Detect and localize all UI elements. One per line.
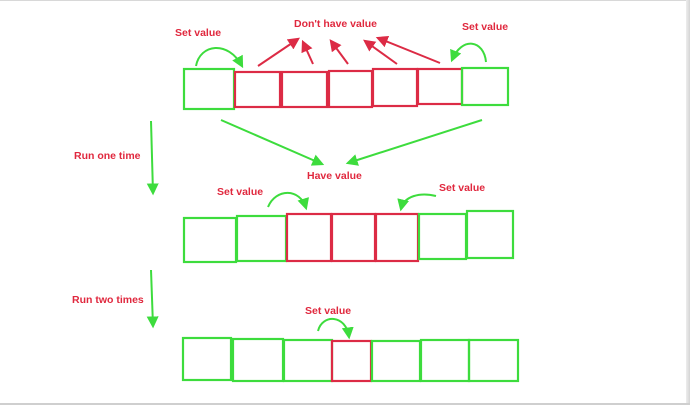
red-arrow	[363, 39, 398, 65]
cell-set	[282, 338, 334, 383]
curved-arrow	[397, 193, 437, 212]
red-arrow	[301, 39, 314, 65]
cell-set	[231, 337, 285, 383]
right-edge-shadow	[686, 0, 690, 405]
cell-unset	[280, 70, 329, 109]
cell-unset	[416, 67, 464, 106]
cell-unset	[371, 67, 419, 108]
cell-set	[467, 338, 520, 383]
labels: Set value Don't have value Set value Hav…	[72, 18, 508, 317]
cell-set	[417, 212, 468, 261]
curved-arrow	[267, 192, 309, 211]
cell-unset	[330, 212, 377, 263]
curved-arrow	[450, 42, 487, 63]
down-arrow	[146, 120, 159, 196]
run-arrows	[146, 120, 159, 329]
set-value-arrow-bottom	[317, 317, 354, 340]
cell-unset	[374, 212, 420, 263]
cell-set	[182, 67, 236, 111]
cell-set	[460, 66, 510, 107]
label-set-value-top-left: Set value	[175, 27, 221, 39]
red-arrow	[257, 37, 300, 67]
cell-set	[181, 336, 233, 382]
row-after-two-runs	[181, 336, 520, 383]
bottom-edge	[0, 403, 690, 405]
label-set-value-mid-left: Set value	[217, 186, 263, 198]
cell-set	[419, 338, 471, 383]
cell-unset	[327, 69, 374, 109]
curved-arrow	[195, 47, 244, 69]
cell-set	[370, 339, 422, 383]
cell-unset	[233, 70, 282, 109]
set-value-arrows-mid	[267, 192, 437, 212]
label-set-value-bottom: Set value	[305, 305, 351, 317]
set-value-arrows-top	[195, 42, 487, 69]
top-edge	[0, 0, 690, 1]
cell-unset	[285, 212, 333, 263]
label-set-value-top-right: Set value	[462, 21, 508, 33]
label-set-value-mid-right: Set value	[439, 182, 485, 194]
down-arrow	[146, 269, 159, 329]
dont-have-value-arrows	[257, 36, 441, 67]
label-have-value: Have value	[307, 170, 362, 182]
label-run-one-time: Run one time	[74, 150, 141, 162]
green-arrow	[220, 119, 325, 166]
curved-arrow	[317, 317, 354, 340]
row-initial	[182, 66, 510, 111]
cell-set	[235, 214, 288, 263]
label-run-two-times: Run two times	[72, 294, 144, 306]
green-arrow	[345, 119, 483, 166]
red-arrow	[329, 39, 349, 65]
cell-unset	[330, 339, 373, 383]
red-arrow	[375, 36, 441, 64]
label-dont-have-value: Don't have value	[294, 18, 377, 30]
cell-set	[465, 209, 515, 260]
row-after-one-run	[182, 209, 515, 264]
cell-set	[182, 216, 238, 264]
have-value-arrows	[220, 119, 483, 166]
